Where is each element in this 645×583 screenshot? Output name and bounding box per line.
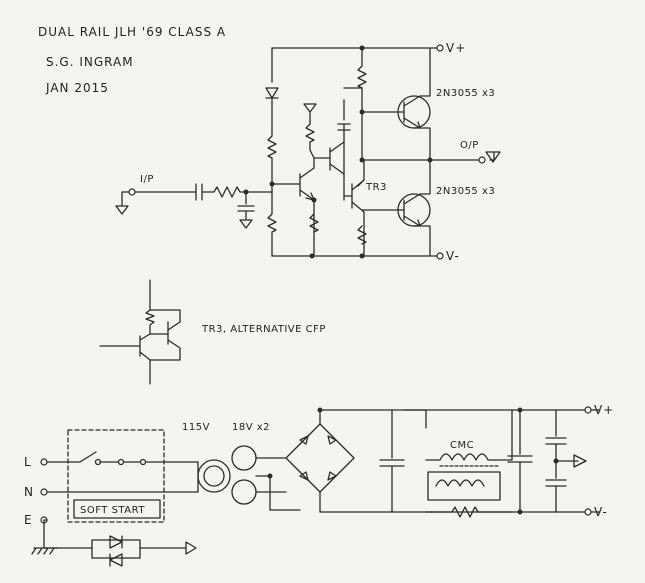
soft-start-label: SOFT START [80,505,145,516]
earth-label: E [24,513,33,527]
alt-cfp-caption: TR3, ALTERNATIVE CFP [201,324,326,335]
title-line: DUAL RAIL JLH '69 CLASS A [38,25,226,39]
power-supply-circuit: L N E SOFT START 115V 18V x2 [24,403,614,567]
neutral-label: N [24,485,34,499]
author-line: S.G. INGRAM [46,55,134,69]
primary-voltage-label: 115V [182,422,210,433]
cmc-label: CMC [450,440,474,451]
vplus-label: V+ [446,41,466,55]
date-line: JAN 2015 [45,81,109,95]
input-label: I/P [140,174,154,185]
vminus-label: V- [446,249,460,263]
output-transistor-bottom-label: 2N3055 x3 [436,186,495,197]
alternative-cfp-circuit: TR3, ALTERNATIVE CFP [99,279,326,385]
psu-vplus-label: V+ [594,403,614,417]
psu-vminus-label: V- [594,505,608,519]
line-label: L [24,455,32,469]
output-label: O/P [460,140,479,151]
tr3-label: TR3 [365,182,387,193]
amplifier-circuit: V+ V- I/P [115,41,501,263]
output-transistor-top-label: 2N3055 x3 [436,88,495,99]
secondary-voltage-label: 18V x2 [232,422,270,433]
